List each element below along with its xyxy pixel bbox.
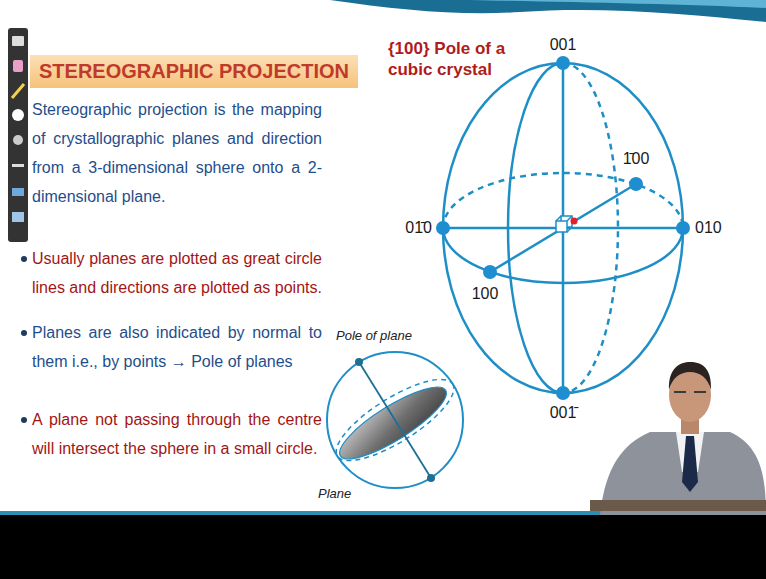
bullet-text: A plane not passing through the centre w… xyxy=(32,405,322,463)
pole-dot xyxy=(427,474,435,482)
pole-dot xyxy=(483,265,497,279)
figure-label-box: Pole of plane xyxy=(336,328,412,343)
pole-index: 100 xyxy=(472,285,499,303)
bullet-item: A plane not passing through the centre w… xyxy=(32,405,322,463)
toolbar-icon xyxy=(12,164,24,167)
axis-line xyxy=(490,184,636,272)
bullet-marker xyxy=(21,256,27,262)
toolbar-icon xyxy=(12,36,24,46)
toolbar xyxy=(8,28,28,242)
pole-index: 01̄0 xyxy=(405,219,432,237)
figure-label: Pole of plane xyxy=(336,328,412,343)
figure-label: Plane xyxy=(318,486,351,501)
toolbar-icon xyxy=(12,109,24,121)
bullet-text: Stereographic projection is the mapping … xyxy=(32,95,322,211)
presenter-tie xyxy=(682,436,698,492)
pole-dots xyxy=(436,56,690,400)
pole-dot xyxy=(355,358,363,366)
plane-normal xyxy=(359,362,431,478)
pole-index: 010 xyxy=(695,219,722,237)
pole-index-box: 1̄00 xyxy=(623,150,650,168)
toolbar-icon xyxy=(13,135,23,145)
plane-sphere xyxy=(326,352,465,488)
pole-dot xyxy=(676,221,690,235)
pole-index-box: 001̄ xyxy=(550,404,577,422)
slide-title: STEREOGRAPHIC PROJECTION xyxy=(39,60,349,82)
pointer-dot xyxy=(571,218,578,225)
bullet-item: Stereographic projection is the mapping … xyxy=(32,95,322,211)
presenter-desk xyxy=(590,500,766,511)
pole-index: 001̄ xyxy=(550,404,577,422)
outer-circle xyxy=(443,63,683,393)
pole-dot xyxy=(556,56,570,70)
pole-index-box: 01̄0 xyxy=(405,219,432,237)
toolbar-icon xyxy=(12,212,24,222)
unit-cube xyxy=(556,216,572,232)
toolbar-icon xyxy=(12,188,24,196)
bullet-text: Usually planes are plotted as great circ… xyxy=(32,244,322,302)
shaded-plane xyxy=(331,376,454,471)
toolbar-panel xyxy=(8,28,28,242)
figure-label-box: Plane xyxy=(318,486,351,501)
cube-edge xyxy=(556,216,572,232)
presenter xyxy=(590,362,766,515)
toolbar-icon xyxy=(12,84,24,98)
header-band xyxy=(330,0,766,22)
figure-caption: {100} Pole of a cubic crystal xyxy=(388,38,538,80)
toolbar-icon xyxy=(13,60,23,72)
pole-index: 1̄00 xyxy=(623,150,650,168)
bullet-text: Planes are also indicated by normal to t… xyxy=(32,318,322,376)
pole-dot xyxy=(556,386,570,400)
pole-dot xyxy=(436,221,450,235)
bullet-item: Planes are also indicated by normal to t… xyxy=(32,318,322,376)
presenter-glasses xyxy=(674,391,706,393)
pole-index-box: 100 xyxy=(472,285,499,303)
pole-index: 001 xyxy=(550,36,577,54)
sphere-outline xyxy=(327,352,463,488)
bullet-marker xyxy=(21,417,27,423)
pole-dot xyxy=(629,177,643,191)
pole-index-box: 010 xyxy=(695,219,722,237)
cubic-sphere xyxy=(443,63,683,393)
header-highlight xyxy=(470,0,766,8)
bullet-marker xyxy=(21,330,27,336)
figure-caption-box: {100} Pole of a cubic crystal xyxy=(388,38,538,80)
title-box: STEREOGRAPHIC PROJECTION xyxy=(30,55,358,88)
footer-bar xyxy=(0,515,766,579)
presenter-hair xyxy=(669,362,711,390)
cube-front-face xyxy=(556,221,567,232)
pole-index-box: 001 xyxy=(550,36,577,54)
bullet-item: Usually planes are plotted as great circ… xyxy=(32,244,322,302)
